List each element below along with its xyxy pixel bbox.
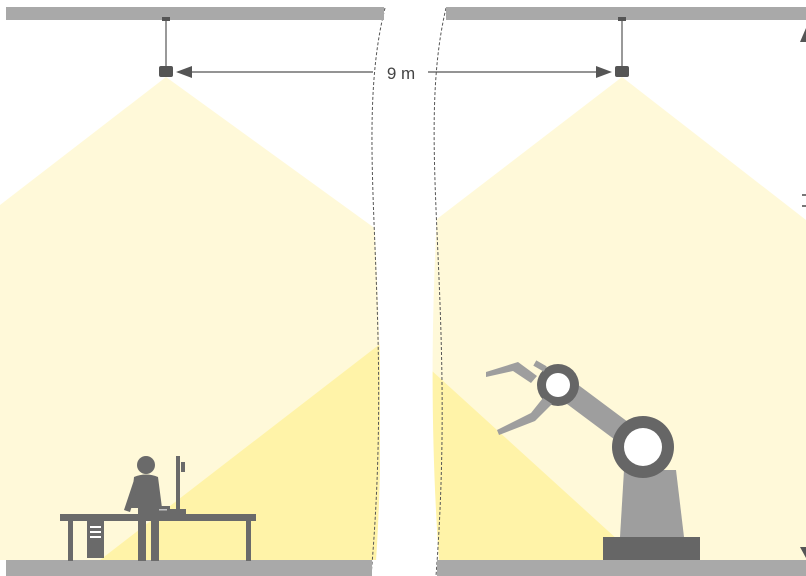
robot-base	[603, 537, 700, 560]
edge-mark	[802, 205, 806, 207]
arrow-up-icon	[800, 28, 806, 42]
computer-tower-icon	[87, 521, 104, 558]
floor-right	[437, 560, 806, 576]
person-head	[137, 456, 155, 474]
ceiling-left	[6, 7, 384, 20]
workbench-leg	[68, 521, 73, 561]
ceiling-light-icon	[615, 17, 629, 77]
floor-left	[6, 560, 372, 576]
distance-label: 9 m	[387, 64, 415, 83]
workbench-leg	[246, 521, 251, 561]
edge-mark	[802, 194, 806, 196]
ceiling-light-icon	[159, 17, 173, 77]
robot-column	[620, 470, 684, 537]
